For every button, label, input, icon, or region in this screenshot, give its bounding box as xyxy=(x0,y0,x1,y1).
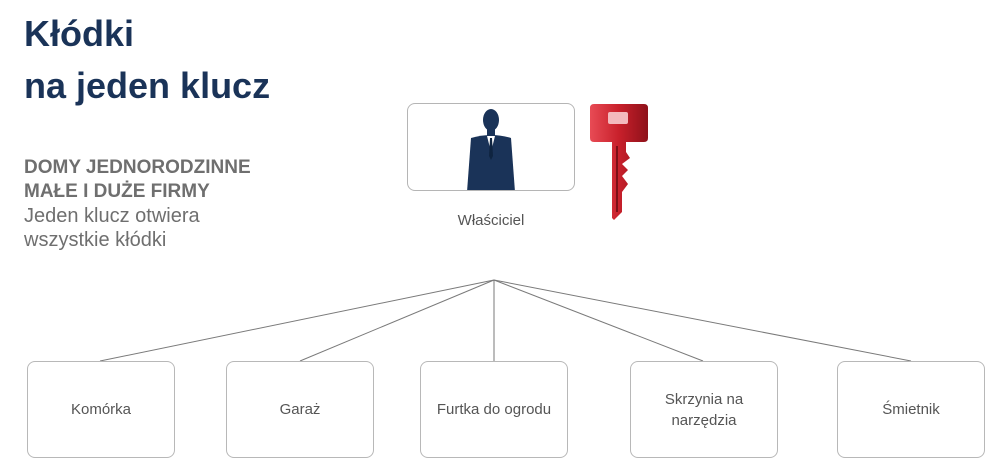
lock-smietnik: Śmietnik xyxy=(837,361,985,458)
title-line-1: Kłódki xyxy=(24,13,135,54)
red-key-icon xyxy=(590,104,648,220)
subtitle-line-4: wszystkie kłódki xyxy=(24,229,167,251)
subtitle-line-2: MAŁE I DUŻE FIRMY xyxy=(24,181,210,202)
businessman-silhouette-icon xyxy=(467,109,515,190)
lock-label: Śmietnik xyxy=(882,401,940,418)
connector-line-komorka xyxy=(99,279,495,362)
connector-line-skrzynia xyxy=(493,279,704,362)
title-line-2: na jeden klucz xyxy=(24,65,271,106)
subtitle-line-1: DOMY JEDNORODZINNE xyxy=(24,157,251,178)
subtitle-block: DOMY JEDNORODZINNE MAŁE I DUŻE FIRMY Jed… xyxy=(24,156,251,252)
lock-label: Furtka do ogrodu xyxy=(436,401,552,418)
connector-line-smietnik xyxy=(493,279,912,362)
page-title: Kłódki na jeden klucz xyxy=(24,8,270,112)
owner-label: Właściciel xyxy=(457,212,525,229)
lock-label: Komórka xyxy=(70,401,132,418)
lock-label: Garaż xyxy=(279,401,321,418)
lock-garaz: Garaż xyxy=(226,361,374,458)
lock-furtka: Furtka do ogrodu xyxy=(420,361,568,458)
lock-label: Skrzynia na narzędzia xyxy=(664,390,744,429)
lock-skrzynia: Skrzynia na narzędzia xyxy=(630,361,778,458)
owner-box xyxy=(407,103,575,191)
lock-komorka: Komórka xyxy=(27,361,175,458)
subtitle-line-3: Jeden klucz otwiera xyxy=(24,205,200,227)
connector-line-garaz xyxy=(299,279,495,362)
